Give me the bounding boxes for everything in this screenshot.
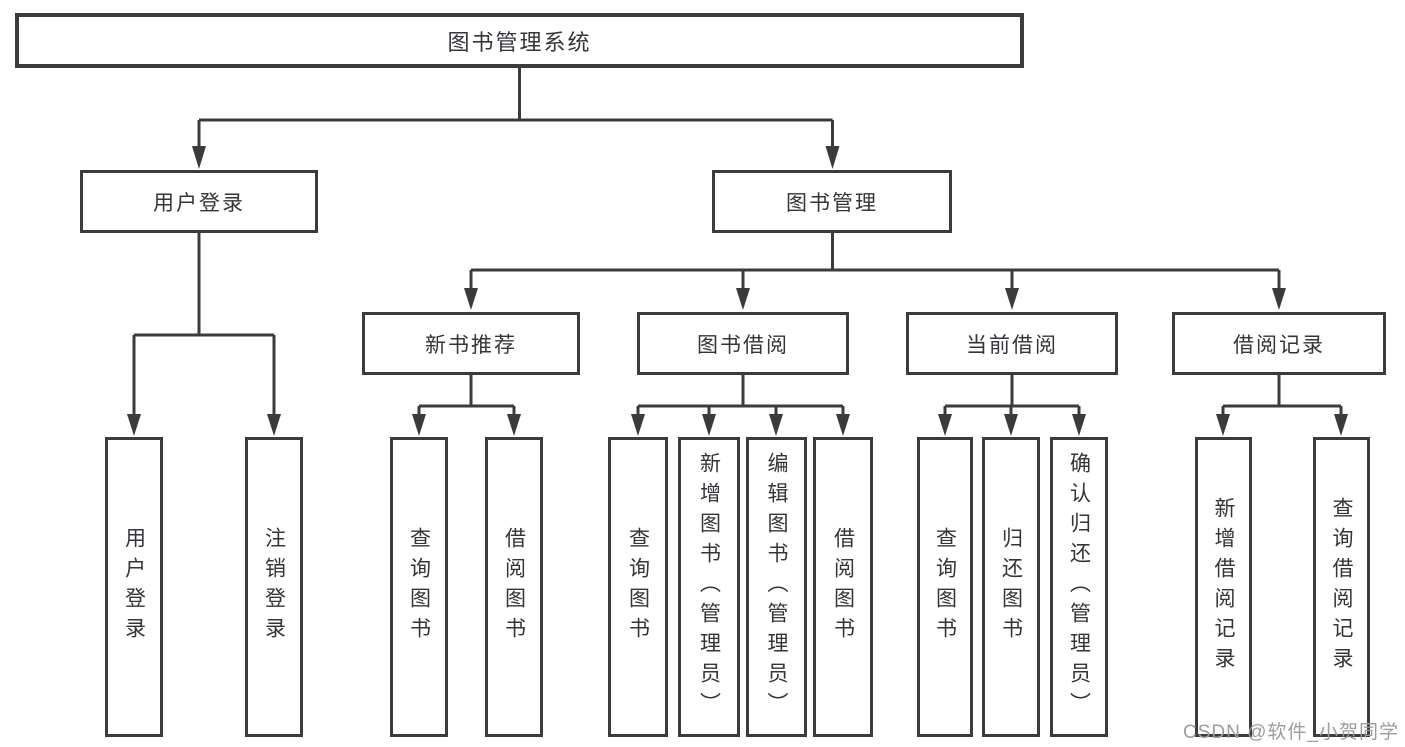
node-current-borrow: 当前借阅 (906, 312, 1118, 375)
leaf-query-books-current: 查询图书 (917, 437, 973, 737)
leaf-borrow-books: 借阅图书 (813, 437, 873, 737)
connector-mgmt-to-level3 (464, 233, 1286, 310)
node-user-login: 用户登录 (80, 170, 318, 233)
leaf-logout: 注销登录 (245, 437, 303, 737)
leaf-confirm-return-admin: 确认归还（管理员） (1050, 437, 1108, 737)
leaf-user-login: 用户登录 (105, 437, 163, 737)
leaf-borrow-books-recommend: 借阅图书 (485, 437, 543, 737)
leaf-query-books-borrow: 查询图书 (608, 437, 668, 737)
node-book-borrow: 图书借阅 (637, 312, 849, 375)
connector-current-to-leaves (938, 375, 1086, 436)
connector-root-to-level2 (192, 68, 840, 169)
leaf-return-books: 归还图书 (982, 437, 1040, 737)
node-borrow-records: 借阅记录 (1172, 312, 1386, 375)
node-book-management: 图书管理 (712, 170, 952, 233)
leaf-add-books-admin: 新增图书（管理员） (678, 437, 740, 737)
connector-login-to-leaves (127, 233, 281, 436)
node-library-management-system: 图书管理系统 (15, 13, 1024, 68)
leaf-query-borrow-record: 查询借阅记录 (1313, 437, 1370, 737)
connector-borrow-to-leaves (631, 375, 850, 436)
leaf-add-borrow-record: 新增借阅记录 (1195, 437, 1252, 737)
connector-record-to-leaves (1216, 375, 1348, 436)
csdn-watermark: CSDN @软件_小贺同学 (1183, 722, 1399, 743)
leaf-edit-books-admin: 编辑图书（管理员） (746, 437, 807, 737)
node-new-book-recommend: 新书推荐 (362, 312, 580, 375)
leaf-query-books-recommend: 查询图书 (390, 437, 448, 737)
connector-recommend-to-leaves (412, 375, 521, 436)
